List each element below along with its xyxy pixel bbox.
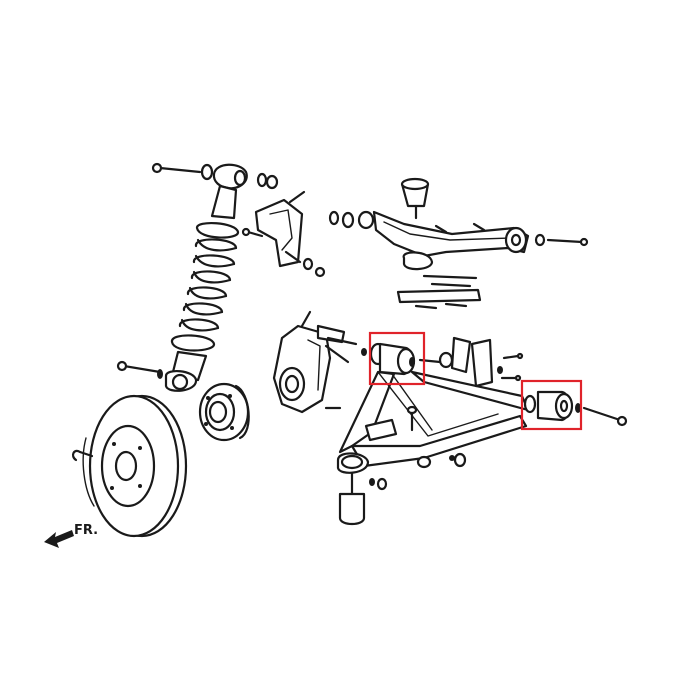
steering-knuckle: [272, 310, 358, 414]
ball-joint: [336, 452, 370, 526]
highlight-box-front-bushing: [368, 331, 426, 386]
lower-control-arm: [336, 336, 628, 526]
wheel-hub: [198, 382, 250, 442]
coil-spring: [170, 222, 240, 352]
link-set: [396, 274, 482, 310]
brake-rotor: [71, 394, 188, 538]
front-label: FR.: [74, 523, 98, 538]
mount-bolt: [241, 227, 264, 238]
bushing: [523, 390, 628, 427]
front-direction-indicator: FR.: [44, 523, 98, 548]
shock-absorber: [116, 162, 279, 392]
upper-mount-bracket: [254, 190, 326, 278]
upper-control-arm: [328, 177, 589, 271]
shock-top-bolt: [151, 162, 279, 190]
highlight-box-rear-bushing: [520, 379, 583, 431]
arrow-left-icon: [44, 530, 74, 548]
